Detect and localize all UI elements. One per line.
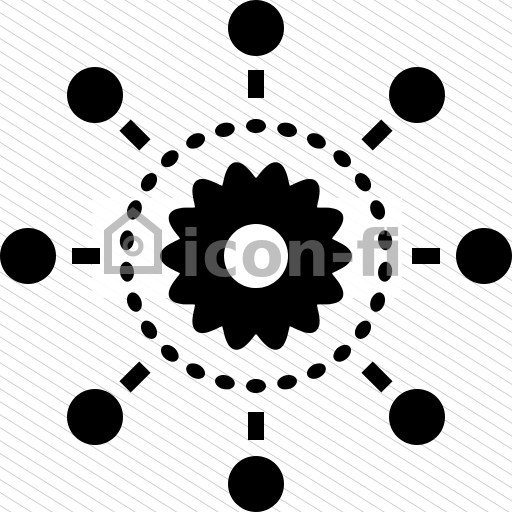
orbit-dot <box>306 363 326 379</box>
spoke-right <box>412 248 440 264</box>
orbit-dot <box>306 133 326 149</box>
node-bottom-left <box>67 389 123 445</box>
spoke-top-left <box>119 119 151 151</box>
orbit-dot <box>277 374 297 390</box>
spoke-top-right <box>361 119 393 151</box>
orbit-dot <box>140 173 158 192</box>
shield-badge-icon <box>104 206 162 274</box>
orbit-dot <box>246 379 266 393</box>
orbit-dot <box>126 292 142 312</box>
gear-icon <box>160 162 352 350</box>
node-bottom <box>228 456 284 512</box>
orbit-dot <box>354 320 372 339</box>
node-left <box>0 228 56 284</box>
orbit-dot <box>215 122 235 138</box>
watermark-text: icon-fi <box>180 218 403 292</box>
orbit-dot <box>186 133 206 149</box>
node-top-left <box>67 67 123 123</box>
orbit-dot <box>246 119 266 133</box>
connector-spokes <box>72 70 440 440</box>
orbit-dot <box>215 374 235 390</box>
node-top <box>228 0 284 56</box>
gear-hole <box>224 224 288 288</box>
spoke-top <box>248 70 264 98</box>
node-right <box>456 228 512 284</box>
watermark: icon-fi <box>104 206 403 292</box>
orbit-dot <box>333 150 352 168</box>
spoke-bottom-left <box>119 361 151 393</box>
shield-badge-dot <box>122 235 144 257</box>
orbit-dot <box>370 292 386 312</box>
orbit-dot <box>370 200 386 220</box>
node-top-right <box>389 67 445 123</box>
orbit-dot <box>140 320 158 339</box>
orbit-dot <box>277 122 297 138</box>
orbit-dot <box>354 173 372 192</box>
orbit-dot <box>378 261 393 282</box>
orbit-dot <box>160 344 179 362</box>
orbit-dot <box>378 230 393 251</box>
spoke-bottom-right <box>361 361 393 393</box>
orbit-dot <box>186 363 206 379</box>
spoke-bottom <box>248 412 264 440</box>
orbit-dot <box>160 150 179 168</box>
spoke-left <box>72 248 100 264</box>
dotted-orbit-ring <box>119 119 393 393</box>
orbit-dot <box>333 344 352 362</box>
node-bottom-right <box>389 389 445 445</box>
